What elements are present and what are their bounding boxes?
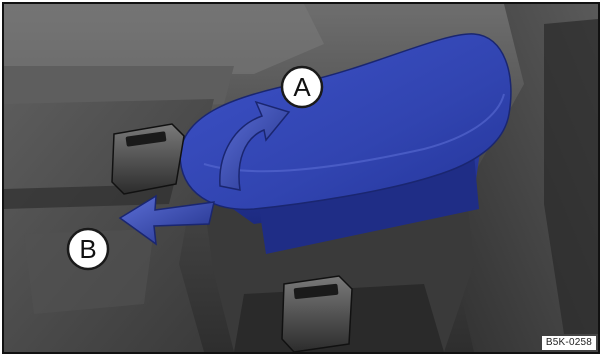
callout-b-label: B [79, 234, 96, 264]
seat-belt-buckle-left [112, 124, 184, 194]
callout-b: B [68, 229, 108, 269]
seat-belt-buckle-bottom [282, 276, 352, 352]
figure-code: B5K-0258 [542, 336, 596, 350]
rear-seat-back [4, 4, 324, 74]
callout-a: A [282, 67, 322, 107]
callout-a-label: A [293, 72, 311, 102]
armrest-illustration: A B [4, 4, 598, 352]
illustration-frame: A B B5K-0258 [2, 2, 600, 354]
